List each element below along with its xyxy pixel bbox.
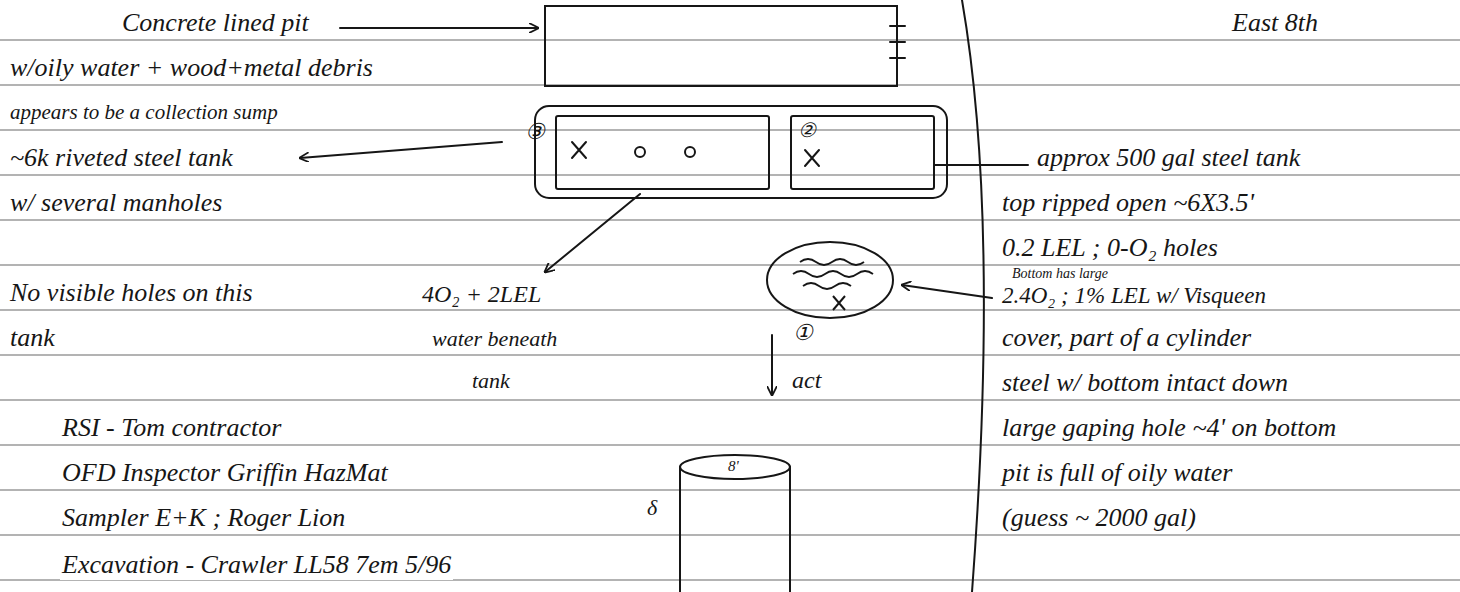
handwritten-note: appears to be a collection sump [8, 100, 280, 124]
handwritten-note: cover, part of a cylinder [1000, 323, 1253, 353]
handwritten-note: δ [645, 495, 659, 520]
leader-line [935, 164, 1028, 166]
handwritten-note: Concrete lined pit [120, 8, 311, 38]
riveted-tank: ③ [555, 115, 770, 190]
handwritten-note: ~6k riveted steel tank [8, 143, 235, 173]
page-divider [962, 0, 984, 592]
handwritten-note: act [790, 366, 823, 394]
handwritten-note: top ripped open ~6X3.5' [1000, 188, 1256, 218]
handwritten-note: Bottom has large [1010, 266, 1110, 282]
handwritten-note: w/ several manholes [8, 188, 224, 218]
cylinder-sketch [680, 455, 790, 592]
leader-line [340, 27, 538, 29]
callout-number: ① [793, 320, 813, 345]
handwritten-note: No visible holes on this [8, 278, 255, 308]
handwritten-note: Sampler E+K ; Roger Lion [60, 503, 347, 533]
callout-number: ③ [525, 119, 545, 144]
ruled-lines [0, 40, 1460, 580]
leader-line [300, 142, 502, 158]
arrow-down [771, 335, 773, 395]
handwritten-note: RSI - Tom contractor [60, 413, 283, 443]
handwritten-note: East 8th [1230, 8, 1320, 38]
handwritten-note: w/oily water + wood+metal debris [8, 53, 375, 83]
handwritten-note: 2.4O₂ ; 1% LEL w/ Visqueen [1000, 283, 1268, 309]
handwritten-note: Excavation - Crawler LL58 7em 5/96 [60, 550, 453, 580]
pit-outline [545, 6, 897, 86]
handwritten-note: pit is full of oily water [1000, 458, 1234, 488]
handwritten-note: large gaping hole ~4' on bottom [1000, 413, 1338, 443]
handwritten-note: steel w/ bottom intact down [1000, 368, 1290, 398]
pit-ellipse [765, 240, 895, 320]
handwritten-note: (guess ~ 2000 gal) [1000, 503, 1198, 533]
tank-group-outline [535, 106, 947, 198]
pit-ticks [890, 26, 905, 58]
leader-line [902, 285, 992, 298]
handwritten-note: tank [470, 368, 512, 393]
tank-marks [572, 142, 819, 166]
handwritten-note: 4O₂ + 2LEL [420, 280, 543, 308]
handwritten-note: 8' [726, 458, 741, 475]
callout-number: ② [798, 119, 816, 142]
handwritten-note: OFD Inspector Griffin HazMat [60, 458, 390, 488]
steel-tank: ② [790, 115, 935, 190]
handwritten-note: approx 500 gal steel tank [1035, 143, 1302, 173]
oily-water-pit: ① [765, 240, 895, 320]
handwritten-note: tank [8, 323, 57, 353]
handwritten-note: 0.2 LEL ; 0-O₂ holes [1000, 233, 1220, 263]
leader-line [545, 194, 640, 272]
handwritten-note: water beneath [430, 326, 559, 351]
